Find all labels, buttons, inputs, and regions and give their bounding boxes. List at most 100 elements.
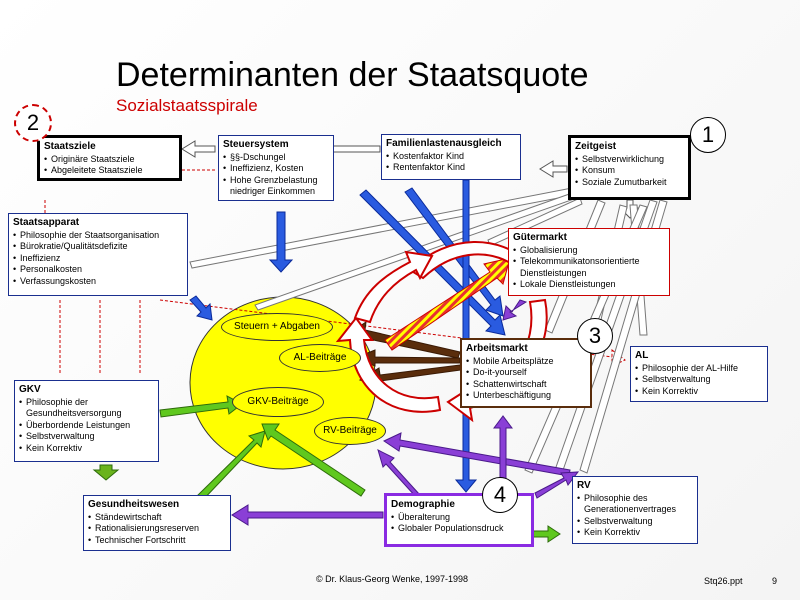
list-item: Selbstverwaltung [19, 431, 154, 443]
box-guetermarkt-list: Globalisierung Telekommunikatonsorientie… [513, 245, 665, 291]
box-arbeitsmarkt: Arbeitsmarkt Mobile Arbeitsplätze Do-it-… [460, 338, 592, 408]
box-al-title: AL [635, 350, 649, 361]
box-rv: RV Philosophie des Generationenvertrages… [572, 476, 698, 544]
oval-al: AL-Beiträge [279, 344, 361, 372]
box-familien-title: Familienlastenausgleich [386, 138, 502, 149]
box-staatsziele-list: Originäre Staatsziele Abgeleitete Staats… [44, 154, 175, 177]
arrow-staatsapparat-to-ellipse [189, 295, 213, 321]
box-steuersystem-title: Steuersystem [223, 139, 289, 150]
arrow-steuer-down [268, 211, 294, 273]
number-badge-1: 1 [690, 117, 726, 153]
oval-steuern-label: Steuern + Abgaben [234, 321, 320, 332]
footer-file: Stq26.ppt [704, 576, 743, 586]
oval-rv: RV-Beiträge [314, 417, 386, 445]
number-badge-2: 2 [14, 104, 52, 142]
list-item: Hohe Grenzbelastung niedriger Einkommen [223, 175, 329, 198]
box-familienlastenausgleich: Familienlastenausgleich Kostenfaktor Kin… [381, 134, 521, 180]
list-item: Konsum [575, 165, 684, 177]
list-item: Kein Korrektiv [635, 386, 763, 398]
list-item: Rentenfaktor Kind [386, 162, 516, 174]
arrow-guetermarkt-to-arbeit [502, 299, 528, 321]
arrow-demo-to-rv [377, 449, 421, 498]
box-al: AL Philosophie der AL-Hilfe Selbstverwal… [630, 346, 768, 402]
box-demographie-title: Demographie [391, 499, 455, 510]
list-item: Überalterung [391, 512, 527, 524]
list-item: Kein Korrektiv [577, 527, 693, 539]
page-title: Determinanten der Staatsquote [116, 56, 589, 94]
arrow-zeitgeist-to-familie [539, 160, 568, 178]
list-item: Abgeleitete Staatsziele [44, 165, 175, 177]
box-staatsapparat-title: Staatsapparat [13, 217, 80, 228]
list-item: Telekommunikatonsorientierte Dienstleist… [513, 256, 665, 279]
number-badge-3: 3 [577, 318, 613, 354]
arrow-demo-to-right [532, 525, 561, 543]
box-steuersystem-list: §§-Dschungel Ineffizienz, Kosten Hohe Gr… [223, 152, 329, 198]
arrow-steuer-to-ziele [181, 140, 216, 158]
box-staatsapparat: Staatsapparat Philosophie der Staatsorga… [8, 213, 188, 296]
box-zeitgeist: Zeitgeist Selbstverwirklichung Konsum So… [568, 135, 691, 200]
arrow-familie-down [454, 179, 478, 493]
footer-page: 9 [772, 576, 778, 586]
purple-arrows [231, 299, 580, 526]
page-subtitle: Sozialstaatsspirale [116, 96, 258, 115]
box-staatsziele-title: Staatsziele [44, 141, 96, 152]
arrow-gw-to-gkvbeitraege [194, 430, 266, 504]
box-rv-list: Philosophie des Generationenvertrages Se… [577, 493, 693, 539]
box-rv-title: RV [577, 480, 591, 491]
arrow-demo-to-gw [231, 504, 384, 526]
hatched-arrow [384, 257, 511, 351]
number-badge-4: 4 [482, 477, 518, 513]
list-item: Lokale Dienstleistungen [513, 279, 665, 291]
list-item: Personalkosten [13, 264, 183, 276]
list-item: Ineffizienz, Kosten [223, 163, 329, 175]
list-item: Rationalisierungsreserven [88, 523, 226, 535]
list-item: Bürokratie/Qualitätsdefizite [13, 241, 183, 253]
list-item: Kostenfaktor Kind [386, 151, 516, 163]
footer-copyright: © Dr. Klaus-Georg Wenke, 1997-1998 [316, 574, 469, 584]
box-gkv-title: GKV [19, 384, 41, 395]
box-guetermarkt: Gütermarkt Globalisierung Telekommunikat… [508, 228, 670, 296]
box-zeitgeist-list: Selbstverwirklichung Konsum Soziale Zumu… [575, 154, 684, 189]
box-gkv-list: Philosophie der Gesundheitsversorgung Üb… [19, 397, 154, 455]
box-gkv: GKV Philosophie der Gesundheitsversorgun… [14, 380, 159, 462]
arrow-demo-to-gkv [261, 423, 366, 497]
list-item: Philosophie der AL-Hilfe [635, 363, 763, 375]
oval-al-label: AL-Beiträge [293, 352, 347, 363]
list-item: Unterbeschäftigung [466, 390, 586, 402]
box-arbeitsmarkt-list: Mobile Arbeitsplätze Do-it-yourself Scha… [466, 356, 586, 402]
list-item: Philosophie der Gesundheitsversorgung [19, 397, 154, 420]
list-item: Mobile Arbeitsplätze [466, 356, 586, 368]
list-item: Do-it-yourself [466, 367, 586, 379]
list-item: Technischer Fortschritt [88, 535, 226, 547]
box-staatsapparat-list: Philosophie der Staatsorganisation Bürok… [13, 230, 183, 288]
box-zeitgeist-title: Zeitgeist [575, 141, 617, 152]
box-al-list: Philosophie der AL-Hilfe Selbstverwaltun… [635, 363, 763, 398]
box-steuersystem: Steuersystem §§-Dschungel Ineffizienz, K… [218, 135, 334, 201]
list-item: Selbstverwaltung [577, 516, 693, 528]
arrow-gkv-to-gw [92, 464, 120, 481]
list-item: Schattenwirtschaft [466, 379, 586, 391]
list-item: §§-Dschungel [223, 152, 329, 164]
box-guetermarkt-title: Gütermarkt [513, 232, 567, 243]
box-familien-list: Kostenfaktor Kind Rentenfaktor Kind [386, 151, 516, 174]
box-gesundheitswesen: Gesundheitswesen Ständewirtschaft Ration… [83, 495, 231, 551]
box-gesundheitswesen-list: Ständewirtschaft Rationalisierungsreserv… [88, 512, 226, 547]
list-item: Selbstverwaltung [635, 374, 763, 386]
oval-steuern: Steuern + Abgaben [221, 313, 333, 341]
list-item: Verfassungskosten [13, 276, 183, 288]
oval-rv-label: RV-Beiträge [323, 425, 377, 436]
list-item: Originäre Staatsziele [44, 154, 175, 166]
box-demographie-list: Überalterung Globaler Populationsdruck [391, 512, 527, 535]
box-arbeitsmarkt-title: Arbeitsmarkt [466, 343, 528, 354]
list-item: Soziale Zumutbarkeit [575, 177, 684, 189]
list-item: Ständewirtschaft [88, 512, 226, 524]
list-item: Philosophie des Generationenvertrages [577, 493, 693, 516]
oval-gkv-label: GKV-Beiträge [247, 396, 309, 407]
box-gesundheitswesen-title: Gesundheitswesen [88, 499, 180, 510]
arrow-gkv-to-gkvbeitraege [159, 395, 243, 418]
list-item: Ineffizienz [13, 253, 183, 265]
arrow-rv-to-rvbeitraege [382, 432, 571, 477]
list-item: Philosophie der Staatsorganisation [13, 230, 183, 242]
list-item: Überbordende Leistungen [19, 420, 154, 432]
box-staatsziele: Staatsziele Originäre Staatsziele Abgele… [37, 135, 182, 181]
